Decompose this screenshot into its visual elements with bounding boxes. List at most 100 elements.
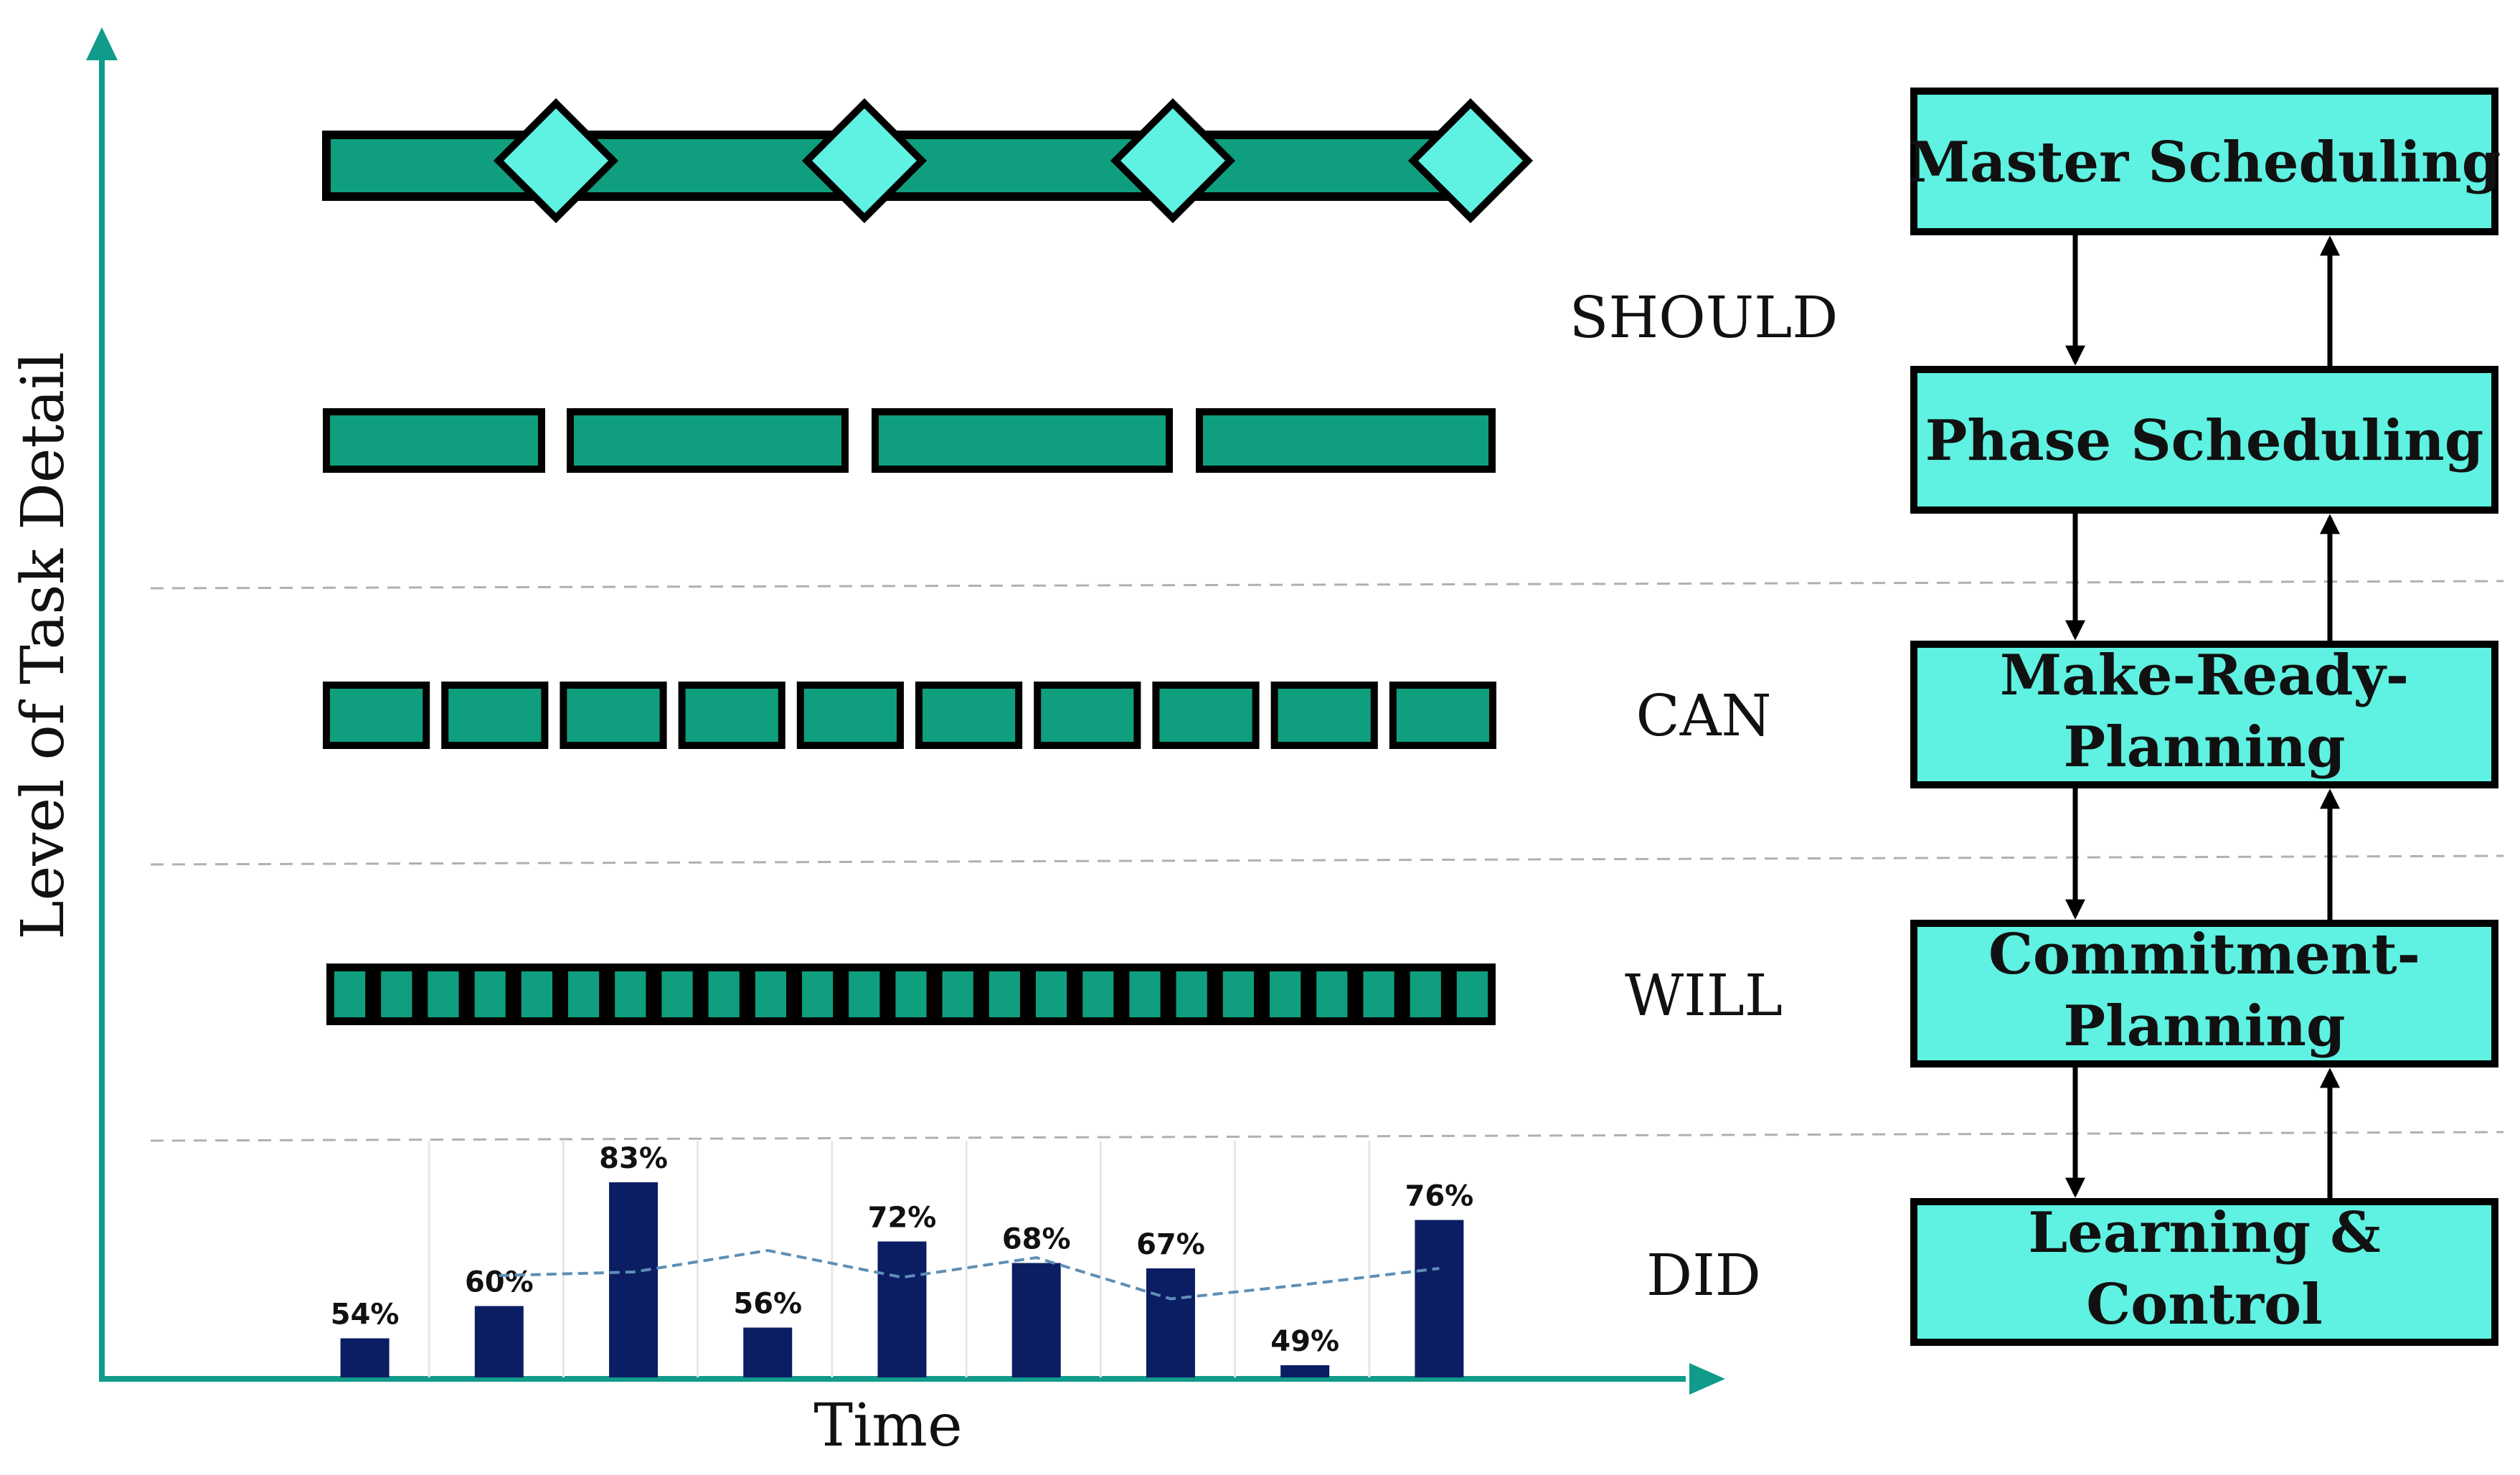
milestone-diamond-icon <box>1110 98 1236 224</box>
make-ready-segment <box>1389 682 1497 749</box>
weekly-segment <box>1363 971 1395 1017</box>
ppc-bar <box>1146 1268 1195 1377</box>
weekly-segment <box>615 971 646 1017</box>
phase-segment <box>872 408 1173 473</box>
make-ready-segment <box>1034 682 1141 749</box>
x-axis-label: Time <box>813 1392 962 1460</box>
ppc-value-label: 49% <box>1270 1325 1339 1358</box>
level-dividers <box>150 580 2504 1142</box>
level-divider <box>150 1131 2504 1142</box>
ppc-value-label: 54% <box>331 1299 400 1332</box>
weekly-segment <box>802 971 834 1017</box>
process-box-frame <box>1910 641 2498 788</box>
process-box-label: Planning <box>2063 715 2345 780</box>
ppc-bar <box>474 1306 524 1377</box>
ppc-value-label: 83% <box>599 1142 668 1175</box>
level-divider <box>150 580 2504 590</box>
process-box-commitment: Commitment- Planning <box>1910 920 2498 1068</box>
process-box-label: Master Scheduling <box>1908 130 2501 195</box>
ppc-bar <box>609 1182 659 1377</box>
level-divider <box>150 854 2504 866</box>
ppc-bar <box>1280 1365 1330 1377</box>
ppc-value-label: 76% <box>1405 1180 1474 1213</box>
process-box-phase: Phase Scheduling <box>1910 366 2498 514</box>
milestone-diamond-icon <box>493 98 619 224</box>
process-box-label: Phase Scheduling <box>1925 408 2484 473</box>
process-box-label: Planning <box>2063 994 2345 1059</box>
milestone-diamond-icon <box>1407 98 1534 224</box>
ppc-value-label: 67% <box>1136 1228 1205 1261</box>
weekly-segment <box>521 971 552 1017</box>
weekly-segment <box>849 971 880 1017</box>
level-label-will: WILL <box>1625 962 1783 1029</box>
ppc-bar <box>1011 1263 1061 1377</box>
ppc-bar <box>340 1338 390 1377</box>
ppc-value-label: 72% <box>868 1202 937 1235</box>
make-ready-segment <box>441 682 549 749</box>
weekly-segment <box>942 971 973 1017</box>
make-ready-segment <box>1152 682 1260 749</box>
ppc-bar <box>877 1241 927 1377</box>
level-label-can: CAN <box>1636 682 1772 749</box>
make-ready-row <box>323 682 1497 749</box>
weekly-segment <box>661 971 693 1017</box>
weekly-segment <box>988 971 1020 1017</box>
process-box-label: Control <box>2086 1272 2323 1337</box>
make-ready-segment <box>796 682 905 749</box>
y-axis-arrow-icon <box>86 27 118 60</box>
make-ready-segment <box>560 682 667 749</box>
weekly-segment <box>474 971 506 1017</box>
process-box-make-ready: Make-Ready- Planning <box>1910 641 2498 788</box>
ppc-bar <box>1415 1220 1464 1377</box>
process-box-frame <box>1910 88 2498 235</box>
ppc-value-label: 56% <box>733 1288 802 1321</box>
make-ready-segment <box>1270 682 1378 749</box>
ppc-value-label: 60% <box>465 1266 534 1299</box>
process-box-frame <box>1910 1198 2498 1346</box>
level-label-should: SHOULD <box>1570 284 1839 351</box>
weekly-segment <box>895 971 927 1017</box>
weekly-segment <box>1129 971 1161 1017</box>
weekly-segment <box>568 971 600 1017</box>
weekly-segment <box>381 971 412 1017</box>
ppc-bar <box>743 1327 793 1377</box>
process-box-frame <box>1910 920 2498 1068</box>
master-schedule-row <box>322 98 1534 224</box>
process-box-frame <box>1910 366 2498 514</box>
process-box-master: Master Scheduling <box>1908 88 2501 235</box>
weekly-segment <box>1176 971 1207 1017</box>
phase-schedule-row <box>323 408 1496 473</box>
weekly-segment <box>1036 971 1067 1017</box>
phase-segment <box>1196 408 1496 473</box>
make-ready-segment <box>323 682 430 749</box>
weekly-segment <box>1222 971 1254 1017</box>
weekly-segment <box>708 971 740 1017</box>
process-box-label: Learning & <box>2028 1200 2380 1266</box>
y-axis-label: Level of Task Detail <box>9 352 77 940</box>
weekly-work-row <box>326 963 1496 1025</box>
level-label-did: DID <box>1646 1242 1761 1309</box>
weekly-segment <box>1316 971 1348 1017</box>
weekly-segment <box>1270 971 1301 1017</box>
weekly-segment <box>334 971 366 1017</box>
weekly-segment <box>755 971 786 1017</box>
ppc-trend-line <box>499 1248 1440 1301</box>
weekly-segment <box>1082 971 1114 1017</box>
ppc-bar-chart: 54% 60% 83% 56% 72% 68% 67% 49% 76% <box>331 1141 1474 1377</box>
process-box-label: Commitment- <box>1988 922 2420 987</box>
process-box-learning: Learning &Control <box>1910 1198 2498 1346</box>
process-box-label: Make-Ready- <box>2000 643 2409 708</box>
phase-segment <box>567 408 849 473</box>
make-ready-segment <box>678 682 785 749</box>
weekly-segment <box>1456 971 1488 1017</box>
ppc-value-label: 68% <box>1002 1223 1071 1256</box>
milestone-diamond-icon <box>801 98 928 224</box>
axes <box>86 27 1725 1395</box>
weekly-segment <box>1410 971 1441 1017</box>
phase-segment <box>323 408 545 473</box>
make-ready-segment <box>915 682 1023 749</box>
x-axis-arrow-icon <box>1689 1363 1725 1395</box>
